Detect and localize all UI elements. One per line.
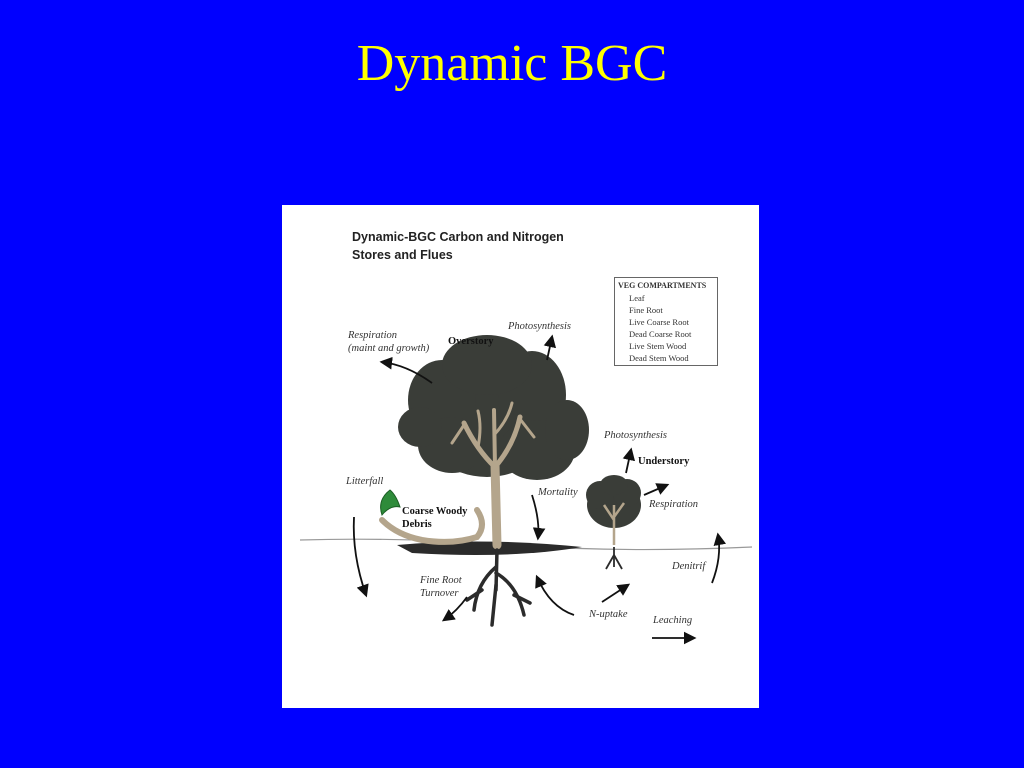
coarse-woody-debris-label-2: Debris bbox=[402, 519, 432, 530]
denitrification-label: Denitrif bbox=[672, 561, 706, 572]
litterfall-leaf bbox=[380, 489, 401, 517]
litterfall-arrow bbox=[352, 516, 369, 598]
respiration-overstory-label-2: (maint and growth) bbox=[348, 343, 430, 354]
figure-title: Dynamic-BGC Carbon and Nitrogen Stores a… bbox=[352, 228, 564, 264]
soil-layer bbox=[397, 541, 582, 555]
figure-title-line-1: Dynamic-BGC Carbon and Nitrogen bbox=[352, 230, 564, 244]
fine-root-turnover-label-2: Turnover bbox=[420, 588, 459, 599]
denitrification-arrow bbox=[711, 532, 726, 584]
overstory-trunk bbox=[450, 401, 536, 550]
mortality-arrow bbox=[531, 494, 546, 541]
n-uptake-understory-arrow bbox=[601, 583, 631, 603]
legend-item: Leaf bbox=[629, 293, 645, 303]
overstory-label: Overstory bbox=[448, 336, 494, 347]
coarse-woody-debris-label-1: Coarse Woody bbox=[402, 506, 468, 517]
respiration-understory-arrow bbox=[643, 483, 670, 496]
figure-title-line-2: Stores and Flues bbox=[352, 248, 453, 262]
bgc-diagram: Dynamic-BGC Carbon and Nitrogen Stores a… bbox=[282, 205, 759, 708]
litterfall-label: Litterfall bbox=[346, 476, 384, 487]
photosynthesis-overstory-label: Photosynthesis bbox=[508, 321, 571, 332]
fine-root-turnover-label-1: Fine Root bbox=[420, 575, 462, 586]
legend-item: Dead Coarse Root bbox=[629, 329, 692, 339]
slide-title: Dynamic BGC bbox=[356, 35, 668, 92]
legend-item: Fine Root bbox=[629, 305, 663, 315]
n-uptake-arrow bbox=[535, 574, 575, 616]
understory-roots bbox=[605, 547, 623, 570]
overstory-roots bbox=[465, 548, 532, 627]
legend-heading: VEG COMPARTMENTS bbox=[618, 281, 707, 290]
respiration-overstory-label-1: Respiration bbox=[348, 330, 397, 341]
legend-list: Leaf Fine Root Live Coarse Root Dead Coa… bbox=[615, 292, 717, 364]
photosynthesis-overstory-arrow bbox=[543, 334, 557, 361]
leaching-label: Leaching bbox=[653, 615, 693, 626]
fine-root-turnover-arrow bbox=[441, 596, 468, 622]
photosynthesis-understory-label: Photosynthesis bbox=[604, 430, 667, 441]
legend-item: Live Stem Wood bbox=[629, 341, 687, 351]
respiration-overstory-arrow bbox=[379, 356, 433, 384]
veg-compartments-legend: VEG COMPARTMENTS Leaf Fine Root Live Coa… bbox=[614, 277, 718, 366]
diagram-drawing bbox=[299, 334, 753, 645]
respiration-understory-label: Respiration bbox=[649, 499, 698, 510]
understory-trunk bbox=[602, 502, 626, 545]
mortality-label: Mortality bbox=[538, 487, 578, 498]
understory-label: Understory bbox=[638, 456, 690, 467]
legend-item: Live Coarse Root bbox=[629, 317, 689, 327]
photosynthesis-understory-arrow bbox=[622, 447, 636, 474]
legend-item: Dead Stem Wood bbox=[629, 353, 689, 363]
n-uptake-label: N-uptake bbox=[589, 609, 628, 620]
coarse-woody-debris-log bbox=[379, 507, 485, 545]
